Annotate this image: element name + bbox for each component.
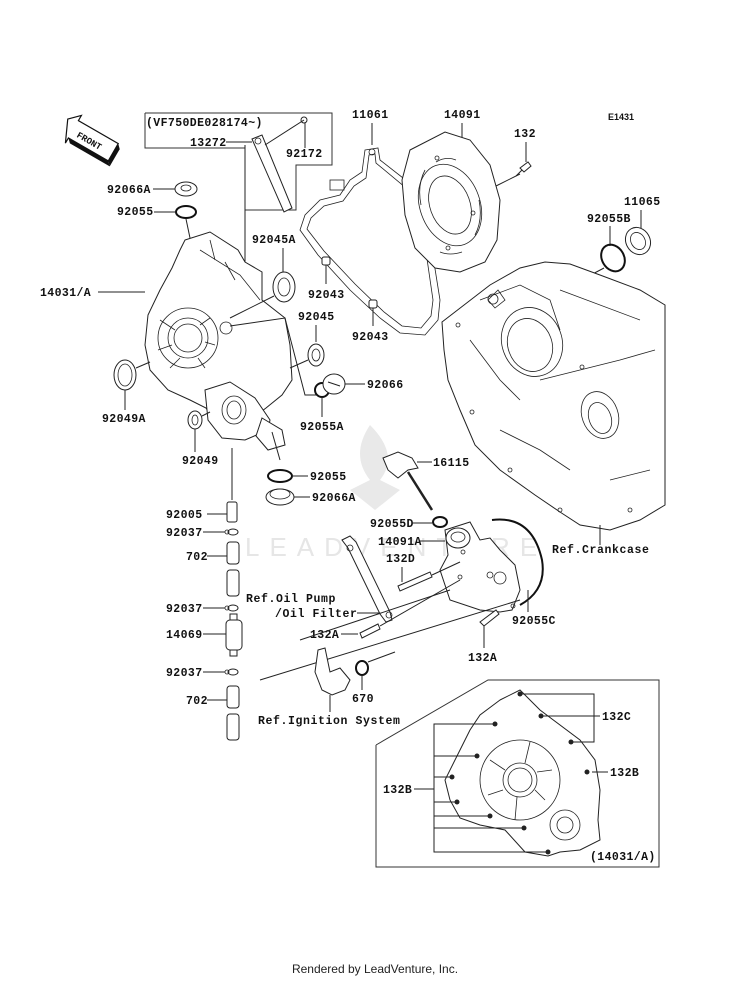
part-label-132B-right[interactable]: 132B [610, 767, 639, 780]
part-label-132[interactable]: 132 [514, 128, 536, 141]
o-ring-92055D-icon [432, 516, 448, 528]
part-label-92037-c[interactable]: 92037 [166, 667, 203, 680]
part-label-92066A-top[interactable]: 92066A [107, 184, 151, 197]
part-label-92049A[interactable]: 92049A [102, 413, 146, 426]
ref-oil-filter[interactable]: /Oil Filter [275, 608, 358, 621]
part-label-92055D[interactable]: 92055D [370, 518, 414, 531]
seal-group-right: 92055B 11065 [584, 196, 661, 279]
hose-column: 92005 92037 702 92037 14069 92037 702 Re… [166, 448, 382, 741]
part-label-92043-a[interactable]: 92043 [308, 289, 345, 302]
left-cover-14031A: 14031/A [40, 145, 293, 451]
part-label-702-b[interactable]: 702 [186, 695, 208, 708]
part-label-92037-b[interactable]: 92037 [166, 603, 203, 616]
serial-note-box: (VF750DE028174~) 13272 92172 [144, 112, 333, 213]
part-label-92066A-mid[interactable]: 92066A [312, 492, 356, 505]
clamp-92037-c-icon [227, 668, 239, 676]
part-label-14069[interactable]: 14069 [166, 629, 203, 642]
part-label-11061[interactable]: 11061 [352, 109, 389, 122]
pump-cover-group: 92055D 14091A 92055C 132D 132A 132A [259, 516, 556, 681]
part-label-132D[interactable]: 132D [386, 553, 415, 566]
o-ring-92055-mid-icon [267, 469, 293, 483]
part-label-92049[interactable]: 92049 [182, 455, 219, 468]
clamp-92037-b-icon [227, 604, 239, 612]
part-label-92055-mid[interactable]: 92055 [310, 471, 347, 484]
part-label-702-a[interactable]: 702 [186, 551, 208, 564]
seal-92049A-icon [113, 359, 137, 391]
serial-note: (VF750DE028174~) [146, 117, 263, 130]
part-label-11065[interactable]: 11065 [624, 196, 661, 209]
hose-702-b-upper-icon [226, 685, 240, 709]
hose-702-a-upper-icon [226, 541, 240, 565]
part-label-132A-left[interactable]: 132A [310, 629, 339, 642]
bolt-132A-left-icon [359, 623, 381, 639]
part-label-92037-a[interactable]: 92037 [166, 527, 203, 540]
ignition-sensor: 670 Ref.Ignition System [258, 647, 401, 728]
o-ring-92055-icon [175, 205, 197, 219]
part-label-92043-b[interactable]: 92043 [352, 331, 389, 344]
part-label-92055C[interactable]: 92055C [512, 615, 556, 628]
inset-cover-detail: 132C 132B 132B (14031/A) [375, 679, 660, 868]
part-label-92055A[interactable]: 92055A [300, 421, 344, 434]
part-label-92045[interactable]: 92045 [298, 311, 335, 324]
part-label-14031A-inset[interactable]: (14031/A) [590, 851, 656, 864]
part-label-14031A[interactable]: 14031/A [40, 287, 91, 300]
filter-14069-icon [225, 619, 243, 651]
footer-credit: Rendered by LeadVenture, Inc. [291, 962, 459, 976]
dipstick-16115: 16115 [382, 451, 470, 511]
part-label-92066[interactable]: 92066 [367, 379, 404, 392]
fitting-92005-icon [226, 501, 238, 523]
dowel-92043-a-icon [321, 256, 331, 266]
part-label-92055-top[interactable]: 92055 [117, 206, 154, 219]
part-label-92045A[interactable]: 92045A [252, 234, 296, 247]
ref-ignition-system[interactable]: Ref.Ignition System [258, 715, 401, 728]
crankcase: Ref.Crankcase [441, 261, 666, 557]
top-left-parts: 92066A 92055 [107, 181, 198, 239]
clamp-92037-a-icon [227, 528, 239, 536]
ref-oil-pump[interactable]: Ref.Oil Pump [246, 593, 336, 606]
dowel-92043-b-icon [368, 299, 378, 309]
hose-702-a-lower-icon [226, 569, 240, 597]
part-label-14091[interactable]: 14091 [444, 109, 481, 122]
bearing-92045-icon [307, 343, 325, 367]
part-label-132A-right[interactable]: 132A [468, 652, 497, 665]
part-label-14091A[interactable]: 14091A [378, 536, 422, 549]
gasket-11061: 11061 92043 92043 [299, 109, 441, 344]
part-label-670[interactable]: 670 [352, 693, 374, 706]
ref-crankcase[interactable]: Ref.Crankcase [552, 544, 650, 557]
diagram-code: E1431 [608, 112, 634, 122]
part-label-92005[interactable]: 92005 [166, 509, 203, 522]
hose-702-b-lower-icon [226, 713, 240, 741]
bearing-92049-icon [187, 410, 203, 430]
watermark-logo-icon [350, 425, 400, 510]
part-label-132C[interactable]: 132C [602, 711, 631, 724]
part-label-16115[interactable]: 16115 [433, 457, 470, 470]
o-ring-92055B-icon [600, 243, 626, 273]
part-label-13272[interactable]: 13272 [190, 137, 227, 150]
part-label-92172[interactable]: 92172 [286, 148, 323, 161]
plug-92066A-icon [174, 181, 198, 197]
left-bearings: 92049A 92049 92045A 92045 92055A 92066 9… [102, 234, 404, 506]
bearing-92045A-icon [272, 271, 296, 303]
bolt-holes [449, 691, 590, 855]
front-arrow-icon: FRONT [64, 114, 120, 167]
o-ring-92055C-icon [491, 518, 544, 606]
part-label-132B-left[interactable]: 132B [383, 784, 412, 797]
bolt-132D-icon [397, 571, 433, 592]
plug-92066A-mid-icon [265, 488, 295, 506]
part-label-92055B[interactable]: 92055B [587, 213, 631, 226]
plate-14091: 14091 132 [401, 109, 536, 273]
bolt-132A-right-icon [479, 609, 500, 627]
seal-11065-icon [624, 226, 652, 256]
o-ring-670-icon [355, 660, 369, 676]
